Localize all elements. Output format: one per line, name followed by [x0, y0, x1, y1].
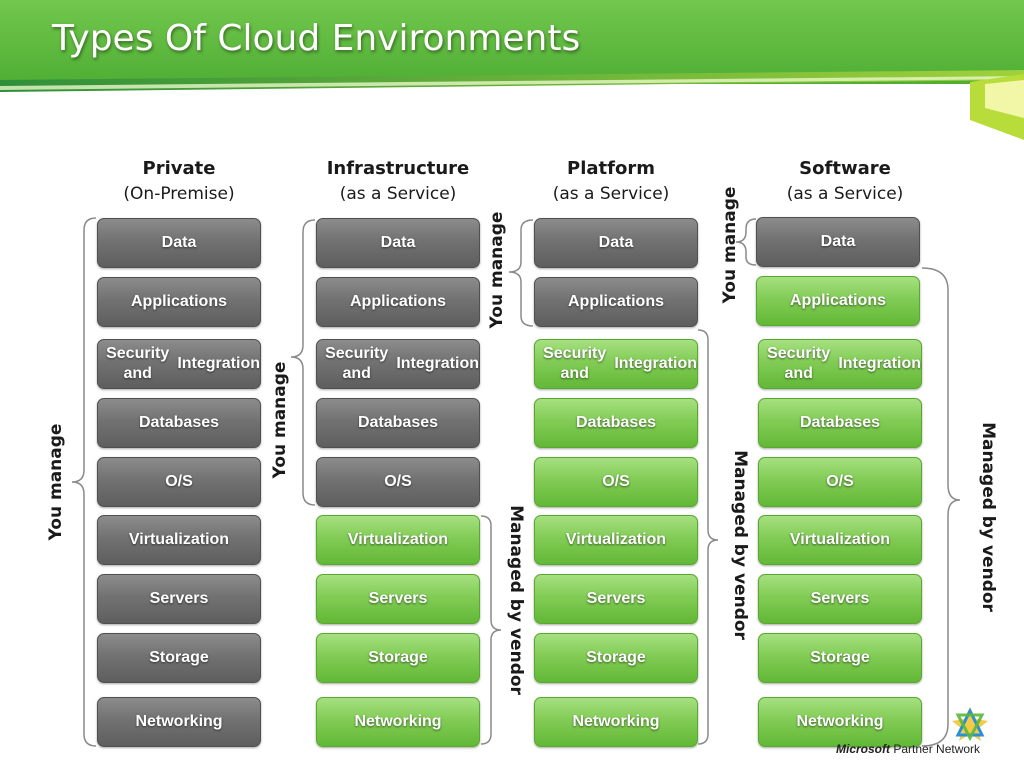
layer-label-line: Integration — [396, 355, 479, 372]
column-subtitle: (as a Service) — [339, 184, 457, 204]
banner-graphic — [0, 0, 1024, 140]
column-subtitle: (as a Service) — [552, 184, 670, 204]
layer-security-integration: Security and Integration — [97, 339, 261, 389]
layer-networking: Networking — [316, 697, 480, 747]
column-subtitle: (as a Service) — [786, 184, 904, 204]
column-heading-private: Private (On-Premise) — [69, 156, 289, 206]
you-manage-label: You manage — [270, 361, 290, 479]
partner-network-logo — [950, 705, 990, 748]
layer-label-line: Security and — [543, 345, 607, 382]
layer-label-line: Security and — [767, 345, 831, 382]
layer-databases: Databases — [758, 398, 922, 448]
layer-virtualization: Virtualization — [316, 515, 480, 565]
vendor-brace — [480, 515, 502, 745]
managed-by-vendor-label: Managed by vendor — [506, 505, 526, 695]
vendor-brace — [697, 329, 719, 745]
vendor-brace — [921, 267, 961, 747]
partner-network-wordmark: Microsoft Partner Network — [836, 742, 980, 756]
layer-databases: Databases — [534, 398, 698, 448]
layer-applications: Applications — [97, 277, 261, 327]
layer-networking: Networking — [97, 697, 261, 747]
layer-servers: Servers — [758, 574, 922, 624]
layer-os: O/S — [758, 457, 922, 507]
layer-os: O/S — [97, 457, 261, 507]
column-heading-infrastructure: Infrastructure (as a Service) — [288, 156, 508, 206]
layer-storage: Storage — [534, 633, 698, 683]
layer-label-line: Security and — [106, 345, 170, 382]
column-title: Software — [799, 158, 891, 179]
layer-os: O/S — [316, 457, 480, 507]
column-heading-platform: Platform (as a Service) — [501, 156, 721, 206]
page-title: Types Of Cloud Environments — [52, 18, 581, 59]
layer-label-line: Integration — [614, 355, 697, 372]
managed-by-vendor-label: Managed by vendor — [978, 422, 998, 612]
layer-security-integration: Security and Integration — [534, 339, 698, 389]
layer-virtualization: Virtualization — [758, 515, 922, 565]
title-banner — [0, 0, 1024, 140]
column-title: Platform — [567, 158, 655, 179]
layer-storage: Storage — [758, 633, 922, 683]
layer-label-line: Integration — [177, 355, 260, 372]
layer-label-line: Security and — [325, 345, 389, 382]
layer-data: Data — [316, 218, 480, 268]
layer-applications: Applications — [534, 277, 698, 327]
layer-servers: Servers — [97, 574, 261, 624]
managed-by-vendor-label: Managed by vendor — [730, 450, 750, 640]
layer-data: Data — [97, 218, 261, 268]
layer-virtualization: Virtualization — [97, 515, 261, 565]
layer-data: Data — [534, 218, 698, 268]
you-manage-label: You manage — [487, 211, 507, 329]
layer-security-integration: Security and Integration — [316, 339, 480, 389]
column-heading-software: Software (as a Service) — [735, 156, 955, 206]
layer-networking: Networking — [758, 697, 922, 747]
column-title: Infrastructure — [326, 158, 470, 179]
you-manage-label: You manage — [46, 423, 66, 541]
layer-label-line: Integration — [838, 355, 921, 372]
layer-networking: Networking — [534, 697, 698, 747]
you-manage-brace — [508, 219, 534, 327]
you-manage-brace — [735, 218, 757, 266]
layer-applications: Applications — [316, 277, 480, 327]
you-manage-brace — [71, 217, 97, 747]
layer-storage: Storage — [316, 633, 480, 683]
layer-virtualization: Virtualization — [534, 515, 698, 565]
layer-applications: Applications — [756, 276, 920, 326]
you-manage-label: You manage — [720, 186, 740, 304]
you-manage-brace — [290, 219, 316, 506]
layer-data: Data — [756, 217, 920, 267]
layer-databases: Databases — [97, 398, 261, 448]
layer-storage: Storage — [97, 633, 261, 683]
column-title: Private — [142, 158, 216, 179]
layer-os: O/S — [534, 457, 698, 507]
star-logo-icon — [952, 707, 988, 742]
layer-databases: Databases — [316, 398, 480, 448]
column-subtitle: (On-Premise) — [123, 184, 235, 204]
brand-name: Microsoft — [836, 742, 890, 756]
layer-security-integration: Security and Integration — [758, 339, 922, 389]
layer-servers: Servers — [534, 574, 698, 624]
program-name: Partner Network — [893, 742, 981, 756]
layer-servers: Servers — [316, 574, 480, 624]
